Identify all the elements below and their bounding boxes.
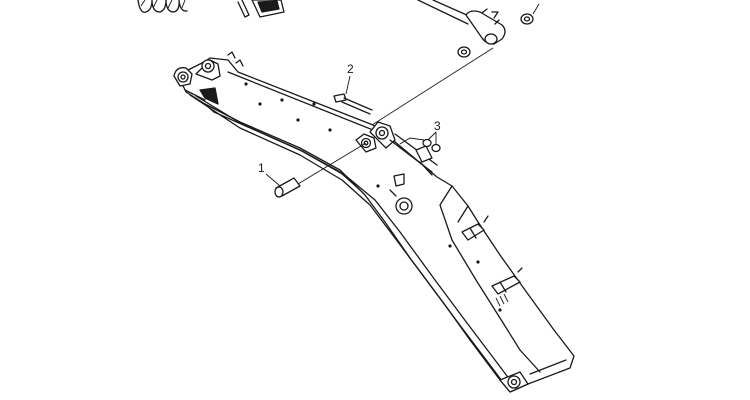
part-2-bolt — [333, 93, 373, 115]
boom-clip-bracket — [393, 145, 433, 187]
washer-part-2 — [457, 46, 471, 58]
part-3-nut-washer — [399, 131, 441, 153]
boom-holes — [244, 82, 502, 312]
part-1-pin — [274, 142, 367, 198]
boom-body — [177, 57, 575, 393]
hose-clamp-2 — [491, 267, 523, 307]
callout-1-label: 1 — [258, 161, 265, 175]
spring-coil-part — [137, 0, 188, 13]
cylinder-part — [417, 0, 506, 45]
callout-3-label: 3 — [434, 119, 441, 133]
hose-clamp-1 — [461, 215, 489, 241]
boom-foot-end — [173, 51, 244, 105]
small-rod-part — [237, 0, 250, 18]
washer-part-1 — [520, 3, 540, 25]
projection-line-cylinder — [371, 47, 494, 126]
boom-center-pivot — [389, 189, 413, 215]
callout-2-label: 2 — [347, 62, 354, 76]
callout-1-leader — [265, 173, 281, 187]
pad-block-part — [251, 0, 285, 18]
callout-2-leader — [345, 75, 351, 95]
